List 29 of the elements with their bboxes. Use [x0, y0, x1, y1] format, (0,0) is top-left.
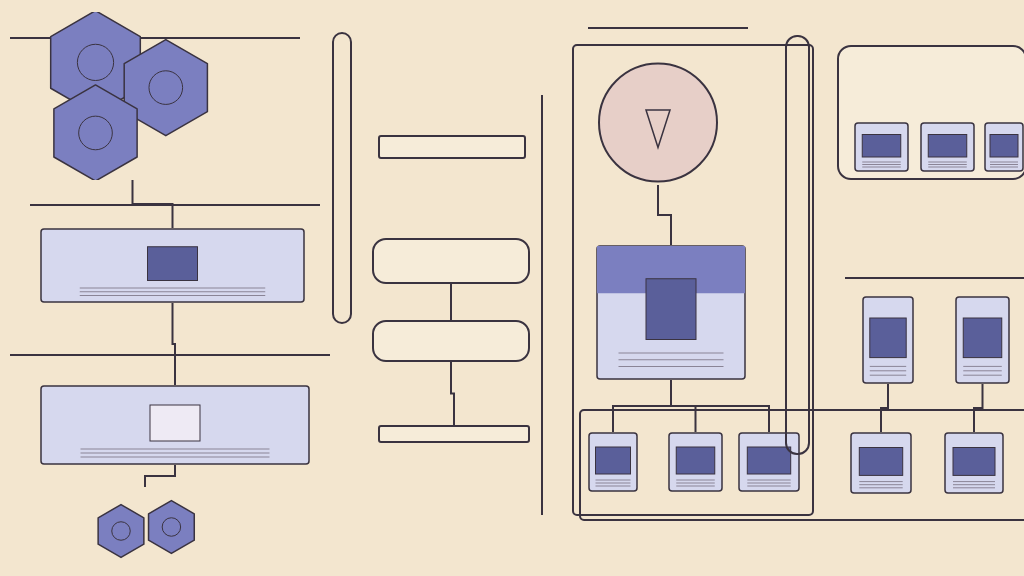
vertical-bar: [785, 35, 810, 455]
table-panel-drawing: [40, 385, 310, 465]
screen-drawing: [850, 432, 912, 494]
connector-line: [657, 184, 672, 246]
bar-box: [378, 425, 530, 443]
device-drawing: [862, 296, 914, 384]
connector-line: [144, 464, 176, 488]
connector-line: [450, 361, 455, 426]
screen-drawing: [668, 432, 723, 492]
card-drawing: [920, 122, 975, 172]
device-drawing: [955, 296, 1010, 384]
connector-line: [880, 383, 889, 433]
circle-node: [598, 60, 718, 185]
panel-drawing: [40, 228, 305, 303]
monitor-panel-drawing: [596, 245, 746, 380]
rounded-box: [372, 320, 530, 362]
connector-line: [131, 179, 174, 229]
card-drawing: [984, 122, 1024, 172]
connector-line: [973, 383, 984, 433]
screen-drawing: [588, 432, 638, 492]
rounded-box: [372, 238, 530, 284]
vertical-bar: [332, 32, 352, 324]
connector-line: [450, 283, 452, 321]
connector-line: [171, 302, 176, 386]
screen-drawing: [944, 432, 1004, 494]
frame-box: [837, 45, 1024, 180]
header-box: [378, 135, 526, 159]
card-drawing: [854, 122, 909, 172]
screen-drawing: [738, 432, 800, 492]
